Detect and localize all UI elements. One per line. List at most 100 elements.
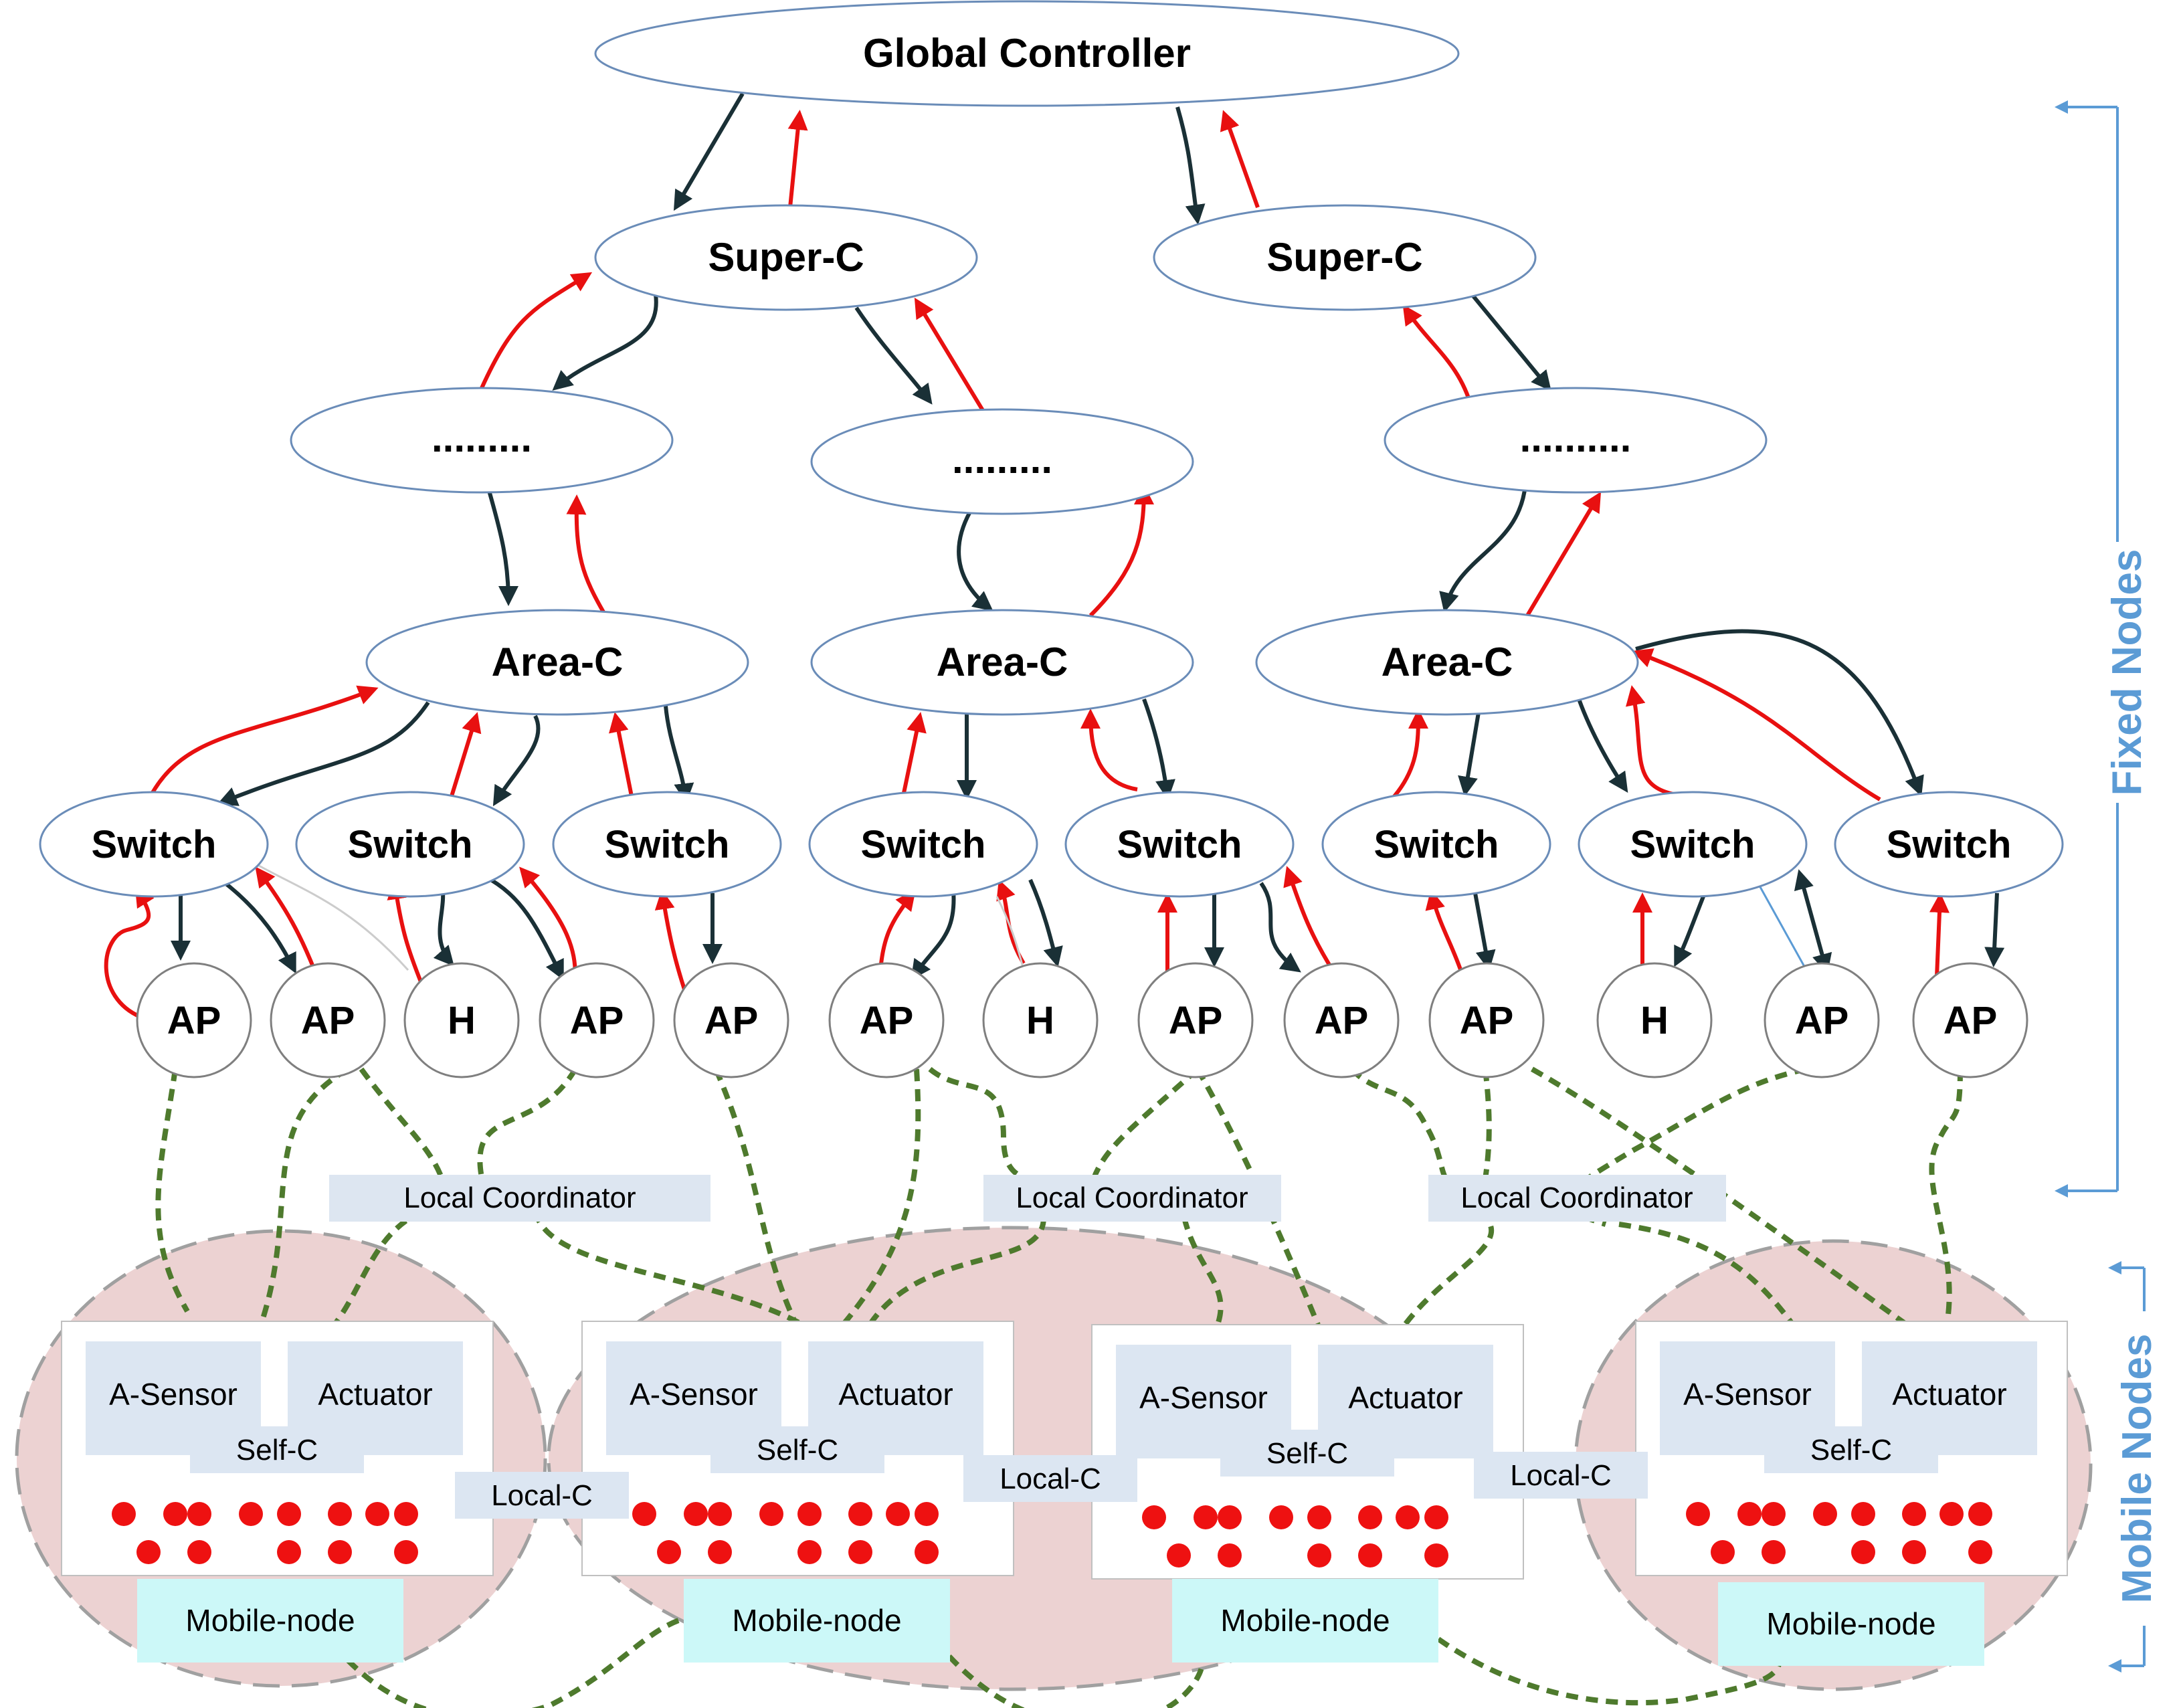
mobile-node-2-self-c: Self-C	[757, 1434, 838, 1466]
area-c-center-label: Area-C	[937, 640, 1068, 684]
area-c-right-node: Area-C	[1255, 609, 1639, 716]
mid-center-node: .........	[810, 408, 1194, 515]
arrow-sw3-areaL-up	[608, 712, 634, 800]
arrow-midL-areaL-down	[486, 488, 518, 606]
mobile-node-1-self-c: Self-C	[236, 1434, 318, 1466]
mobile-node-3-label: Mobile-node	[1220, 1603, 1390, 1638]
mobile-node-1-label: Mobile-node	[185, 1603, 355, 1638]
ap-9-label: AP	[1795, 999, 1849, 1042]
arrow-superR-midR-down	[1470, 293, 1551, 391]
local-coordinator-1-label: Local Coordinator	[403, 1181, 636, 1214]
switch-3-label: Switch	[605, 823, 730, 866]
mobile-node-3-sensor: A-Sensor	[1139, 1380, 1268, 1415]
ap-10: AP	[1912, 962, 2028, 1078]
super-c-right-node: Super-C	[1153, 204, 1537, 311]
mid-right-node: ..........	[1384, 387, 1768, 494]
arrow-sw8-areaR-up	[1632, 648, 1881, 801]
arrow-ap11-sw7-both	[1794, 869, 1832, 974]
arrow-sw2-areaL-up	[450, 712, 482, 797]
arrow-sw4-ap6-down	[911, 889, 956, 980]
ap-9: AP	[1764, 962, 1880, 1078]
fixed-nodes-label: Fixed Nodes	[2104, 549, 2150, 796]
ap-6: AP	[1137, 962, 1254, 1078]
arrow-ap5-sw3-up	[654, 889, 688, 994]
link-ap2-node1	[258, 1066, 350, 1326]
arrow-sw7-h3-down	[1674, 888, 1708, 967]
mobile-node-2-actuator: Actuator	[838, 1377, 953, 1412]
mobile-node-4-sensor-dots	[1686, 1502, 1992, 1564]
arrow-sw4-areaC-up	[901, 712, 927, 797]
switch-2: Switch	[295, 791, 525, 898]
ap-2-label: AP	[301, 999, 355, 1042]
global-controller-node: Global Controller	[594, 0, 1460, 107]
area-c-center-node: Area-C	[810, 609, 1194, 716]
local-coordinator-3: Local Coordinator	[1428, 1175, 1726, 1222]
mid-center-label: .........	[952, 437, 1052, 482]
link-node3-node4-bottom	[1436, 1636, 1782, 1706]
ap-8-label: AP	[1460, 999, 1514, 1042]
access-nodes: AP AP H AP AP AP H AP AP AP H AP AP	[136, 962, 2028, 1078]
link-coord2-node3	[867, 1217, 1046, 1327]
switch-5-label: Switch	[1117, 823, 1242, 866]
arrow-areaC-sw5-down	[1142, 698, 1175, 800]
switch-5: Switch	[1064, 791, 1295, 898]
mobile-node-3-self-c: Self-C	[1266, 1437, 1348, 1470]
link-ap5-node2	[713, 1068, 799, 1326]
arrow-ap9-sw6-up	[1425, 889, 1464, 974]
local-c-3-label: Local-C	[1510, 1459, 1612, 1492]
arrow-areaL-sw2-down	[492, 715, 541, 807]
arrow-ap1-sw1-up	[104, 886, 155, 1019]
arrow-sw7-ap11-blue	[1755, 879, 1808, 971]
link-ap6-coord2	[928, 1066, 1045, 1187]
link-coord3-node4	[1618, 1222, 1796, 1327]
switch-7: Switch	[1578, 791, 1808, 898]
local-coordinator-3-label: Local Coordinator	[1460, 1181, 1693, 1214]
ap-3: AP	[539, 962, 655, 1078]
area-c-right-label: Area-C	[1382, 640, 1513, 684]
switch-2-label: Switch	[348, 823, 473, 866]
arrow-sw4-h2-down	[1028, 878, 1063, 967]
global-controller-label: Global Controller	[863, 31, 1191, 76]
super-c-left-label: Super-C	[708, 235, 864, 280]
mobile-node-4: A-Sensor Actuator Self-C Mobile-node	[1635, 1321, 2068, 1666]
host-1: H	[403, 962, 520, 1078]
switch-1-label: Switch	[92, 823, 217, 866]
local-coordinator-1: Local Coordinator	[329, 1175, 710, 1222]
switch-8: Switch	[1834, 791, 2064, 898]
link-ap6-node2	[840, 1068, 921, 1327]
mobile-node-4-label: Mobile-node	[1766, 1606, 1935, 1641]
arrow-areaR-midR-up	[1523, 491, 1602, 620]
arrow-midC-superL-up	[914, 297, 985, 413]
local-coordinator-2: Local Coordinator	[983, 1175, 1281, 1222]
arrow-superL-midC-down	[854, 306, 933, 405]
area-c-left-label: Area-C	[492, 640, 624, 684]
arrow-sw2-ap4-down	[484, 874, 564, 981]
arrow-global-superL-down	[673, 92, 745, 211]
arrow-h2-sw4-up	[996, 879, 1026, 965]
mobile-node-1: A-Sensor Actuator Self-C Mobile-node	[61, 1321, 494, 1663]
host-1-label: H	[448, 999, 476, 1042]
arrow-superR-global-up	[1220, 110, 1260, 209]
arrow-sw7-areaR-up	[1625, 685, 1687, 798]
ap-7: AP	[1283, 962, 1400, 1078]
mobile-nodes-label: Mobile Nodes	[2114, 1333, 2160, 1603]
ap-2: AP	[270, 962, 386, 1078]
faint-sw1-h1	[254, 862, 409, 971]
local-coordinator-2-label: Local Coordinator	[1016, 1181, 1248, 1214]
switch-1: Switch	[39, 791, 269, 898]
local-c-1: Local-C	[455, 1472, 629, 1519]
arrow-global-superR-down	[1175, 106, 1206, 225]
mobile-node-1-sensor-dots	[112, 1502, 418, 1564]
arrow-areaR-sw8-down	[1635, 629, 1924, 797]
ap-4: AP	[673, 962, 789, 1078]
local-c-1-label: Local-C	[491, 1479, 593, 1512]
arrow-areaR-sw6-down	[1458, 712, 1481, 797]
arrow-sw5-areaC-up	[1080, 708, 1138, 791]
local-c-2: Local-C	[963, 1455, 1137, 1502]
side-brackets: Fixed Nodes Mobile Nodes	[2055, 100, 2160, 1673]
mobile-node-2-sensor-dots	[632, 1502, 939, 1564]
mid-left-node: .........	[290, 387, 674, 494]
switch-3: Switch	[552, 791, 782, 898]
local-coordinators: Local Coordinator Local Coordinator Loca…	[329, 1175, 1726, 1222]
